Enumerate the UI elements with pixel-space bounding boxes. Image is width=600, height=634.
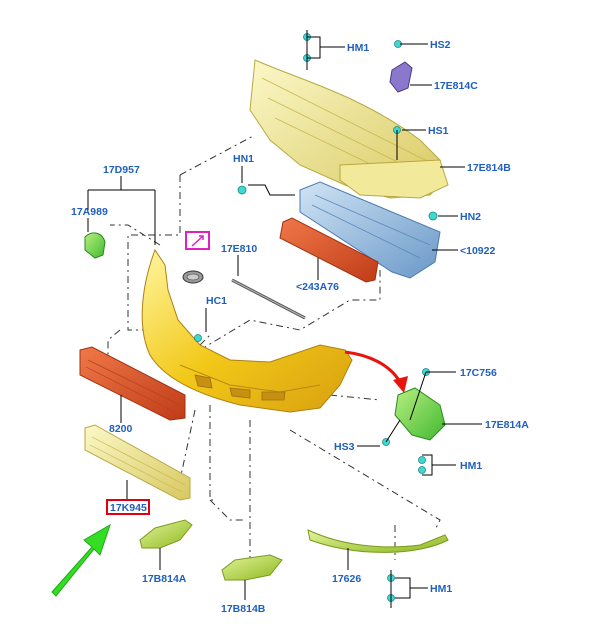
label-17e810[interactable]: 17E810	[221, 243, 257, 255]
lower-lip-17626	[307, 529, 449, 553]
red-curved-arrow-icon	[344, 350, 408, 393]
label-hs3[interactable]: HS3	[334, 441, 355, 453]
part-labels: HM1 HS2 17E814C HS1 17E814B 17D957 HN1 1…	[71, 39, 529, 615]
label-17b814b[interactable]: 17B814B	[221, 603, 266, 615]
lower-grille-8200	[79, 346, 186, 421]
label-17d957[interactable]: 17D957	[103, 164, 140, 176]
grille-17k945	[84, 424, 191, 501]
side-bracket-17e814a	[394, 387, 446, 441]
assembly-lines	[107, 134, 441, 560]
label-hc1[interactable]: HC1	[206, 295, 227, 307]
label-hm1-top[interactable]: HM1	[347, 42, 369, 54]
upper-absorber-17e814b	[249, 59, 449, 199]
part-17e814c	[389, 61, 413, 93]
label-hn1[interactable]: HN1	[233, 153, 254, 165]
label-17k945[interactable]: 17K945	[110, 502, 147, 514]
label-17c756[interactable]: 17C756	[460, 367, 497, 379]
label-17e814a[interactable]: 17E814A	[485, 419, 529, 431]
molding-17e810	[231, 278, 306, 320]
label-hs2[interactable]: HS2	[430, 39, 451, 51]
emblem	[182, 270, 204, 284]
green-arrow-icon	[51, 523, 111, 597]
label-hs1[interactable]: HS1	[428, 125, 449, 137]
fog-bezel-17b814a	[139, 519, 193, 549]
label-hm1-mid[interactable]: HM1	[460, 460, 482, 472]
fog-bezel-17b814b	[221, 554, 283, 581]
highlight-box	[106, 499, 150, 515]
reinforcement-beam-10922	[299, 181, 441, 279]
label-17626[interactable]: 17626	[332, 573, 361, 585]
label-17e814b[interactable]: 17E814B	[467, 162, 511, 174]
bumper-cover-17d957	[141, 248, 353, 413]
energy-absorber-243a76	[279, 217, 379, 283]
label-17a989[interactable]: 17A989	[71, 206, 108, 218]
label-hm1-bot[interactable]: HM1	[430, 583, 452, 595]
label-17e814c[interactable]: 17E814C	[434, 80, 478, 92]
label-243a76[interactable]: <243A76	[296, 281, 339, 293]
magenta-box-icon	[185, 231, 210, 250]
label-17b814a[interactable]: 17B814A	[142, 573, 187, 585]
leader-lines	[87, 30, 482, 608]
part-17a989	[84, 232, 106, 259]
label-10922[interactable]: <10922	[460, 245, 495, 257]
label-8200[interactable]: 8200	[109, 423, 133, 435]
label-hn2[interactable]: HN2	[460, 211, 481, 223]
